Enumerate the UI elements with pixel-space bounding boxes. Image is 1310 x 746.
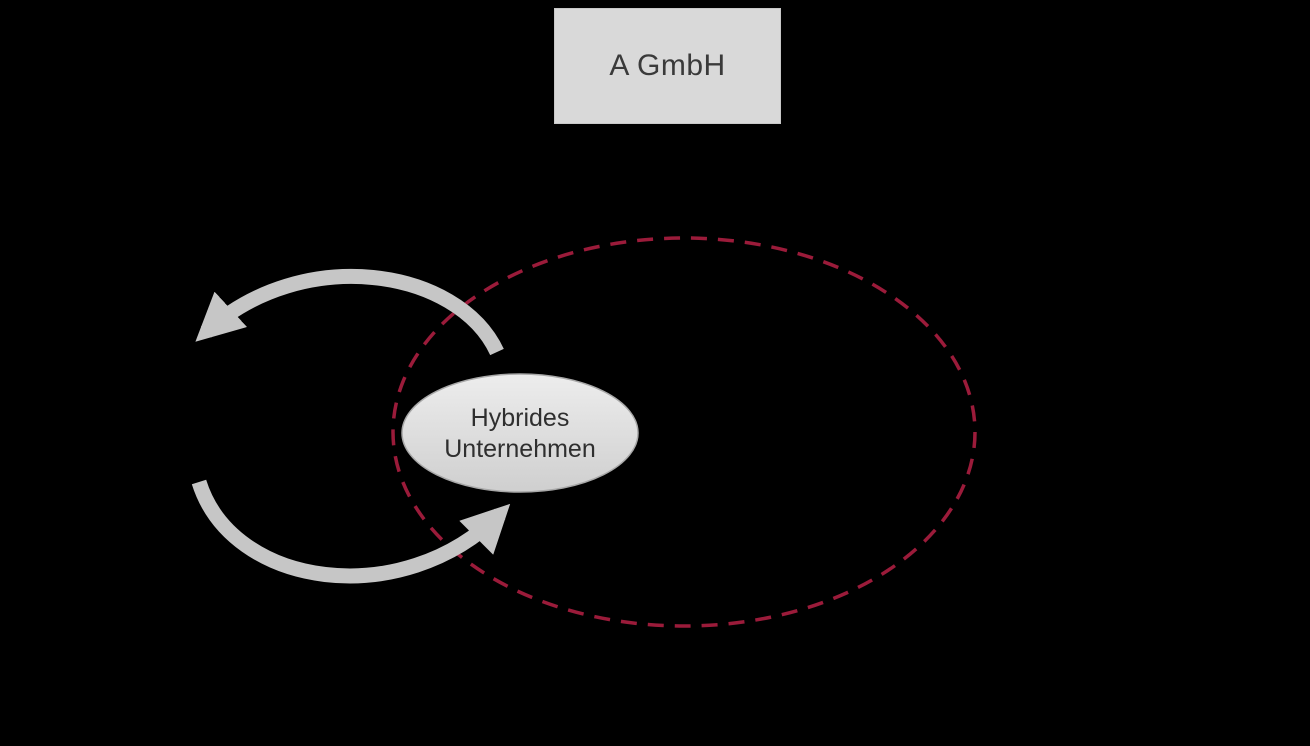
company-box: A GmbH — [554, 8, 781, 124]
curved-arrow-upper — [195, 269, 504, 356]
hybrid-node-label: Hybrides Unternehmen — [444, 403, 596, 463]
scope-dashed-ellipse — [391, 236, 977, 628]
curved-arrow-lower — [191, 479, 511, 584]
company-box-label: A GmbH — [609, 49, 726, 82]
hybrid-ellipse — [401, 373, 639, 493]
